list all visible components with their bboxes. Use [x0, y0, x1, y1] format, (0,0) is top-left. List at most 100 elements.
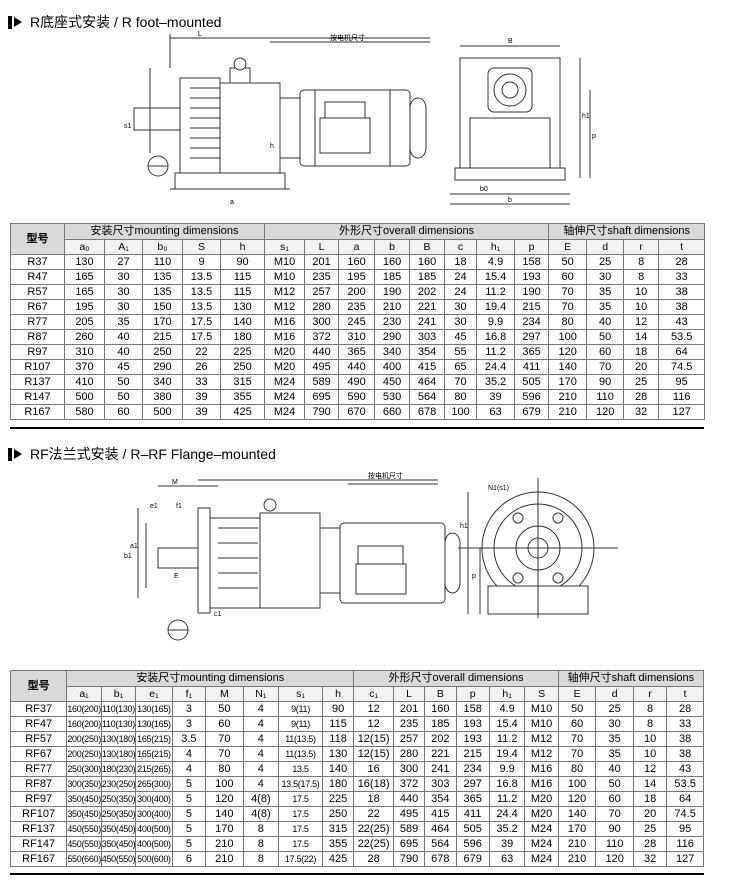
table-cell: 210: [205, 836, 244, 852]
table-cell: M16: [524, 761, 559, 777]
table-cell: 30: [586, 269, 625, 285]
table-cell: 118: [321, 731, 355, 747]
model-header: 型号: [10, 223, 65, 255]
table-cell: 225: [321, 791, 355, 807]
table-cell: 39: [182, 389, 221, 405]
table-cell: 372: [392, 776, 426, 792]
table-cell: 679: [514, 404, 550, 420]
table-cell: 55: [444, 344, 478, 360]
table-cell: 195: [64, 299, 105, 315]
table-cell: 297: [455, 776, 490, 792]
table-cell: M20: [524, 791, 559, 807]
table-cell: 64: [658, 344, 706, 360]
column-header: h₁: [488, 686, 526, 702]
table-cell: 170: [557, 821, 597, 837]
table-cell: 100: [444, 404, 478, 420]
table-cell: 180: [321, 776, 355, 792]
column-header: h: [219, 239, 266, 255]
table-cell: 440: [392, 791, 426, 807]
table-cell: 60: [205, 716, 244, 732]
table-cell: 234: [455, 761, 490, 777]
table-cell: 210: [205, 851, 244, 867]
column-header: c: [444, 239, 478, 255]
table-cell: 205: [64, 314, 105, 330]
group-header: 安装尺寸mounting dimensions: [63, 223, 266, 240]
table-cell: 355: [321, 836, 355, 852]
table-cell: 30: [104, 284, 143, 300]
table-cell: 12(15): [353, 731, 394, 747]
table-cell: 33: [182, 374, 221, 390]
table-cell: 60: [104, 404, 143, 420]
table-cell: 695: [304, 389, 340, 405]
table-cell: 235: [338, 299, 376, 315]
group-header: 安装尺寸mounting dimensions: [66, 670, 355, 687]
table-cell: 9: [182, 254, 221, 270]
table-cell: 35: [586, 284, 625, 300]
table-cell: 130(165): [135, 701, 173, 717]
table-cell: 120: [557, 791, 597, 807]
table-cell: 257: [304, 284, 340, 300]
table-cell: 25: [632, 821, 668, 837]
table-cell: 110: [586, 389, 625, 405]
model-cell: R97: [10, 344, 65, 360]
table-cell: 260: [64, 329, 105, 345]
table-cell: 300: [304, 314, 340, 330]
table-cell: 450(550): [66, 821, 102, 837]
table-cell: 18: [353, 791, 394, 807]
table-cell: 589: [304, 374, 340, 390]
table-cell: 70: [557, 731, 597, 747]
table-cell: 201: [392, 701, 426, 717]
table-cell: 12: [353, 701, 394, 717]
table-cell: 14: [632, 776, 668, 792]
table-cell: 20: [632, 806, 668, 822]
table-cell: 190: [514, 284, 550, 300]
table-cell: 39: [182, 404, 221, 420]
table-cell: 24.4: [488, 806, 526, 822]
model-cell: R147: [10, 389, 65, 405]
table-cell: 225: [219, 344, 266, 360]
table-cell: 150: [142, 299, 183, 315]
column-header: a₁: [66, 686, 102, 702]
column-header: E: [557, 686, 597, 702]
table-cell: 160(200): [66, 701, 102, 717]
table-cell: 4: [242, 716, 280, 732]
table-cell: 158: [455, 701, 490, 717]
dim-a1-label: a1: [130, 543, 138, 550]
table-cell: 160: [424, 701, 457, 717]
table-cell: 70: [205, 731, 244, 747]
table-cell: 30: [104, 299, 143, 315]
table-cell: 495: [304, 359, 340, 375]
table-cell: M16: [264, 329, 306, 345]
table-cell: 165(215): [135, 731, 173, 747]
table-cell: 234: [514, 314, 550, 330]
table-cell: 300(400): [135, 791, 173, 807]
table-cell: 564: [409, 389, 446, 405]
table-cell: 8: [242, 821, 280, 837]
table-cell: 241: [424, 761, 457, 777]
table-cell: 17.5: [278, 806, 323, 822]
table-cell: 170: [548, 374, 588, 390]
table-cell: 40: [586, 314, 625, 330]
table-cell: 70: [548, 299, 588, 315]
dim-h1-label: h1: [582, 113, 590, 120]
column-header: B: [409, 239, 446, 255]
table-cell: 22: [182, 344, 221, 360]
table-cell: 303: [409, 329, 446, 345]
table-cell: 4(8): [242, 806, 280, 822]
table-cell: 464: [409, 374, 446, 390]
dim-N1-label: N1(s1): [488, 485, 509, 492]
table-cell: 564: [424, 836, 457, 852]
column-header: M: [205, 686, 244, 702]
table-cell: 250(300): [66, 761, 102, 777]
model-cell: RF67: [9, 746, 68, 762]
table-cell: 43: [666, 761, 704, 777]
model-cell: RF167: [9, 851, 68, 867]
table-cell: M24: [264, 404, 306, 420]
table-cell: 24: [444, 269, 478, 285]
table-cell: 241: [409, 314, 446, 330]
